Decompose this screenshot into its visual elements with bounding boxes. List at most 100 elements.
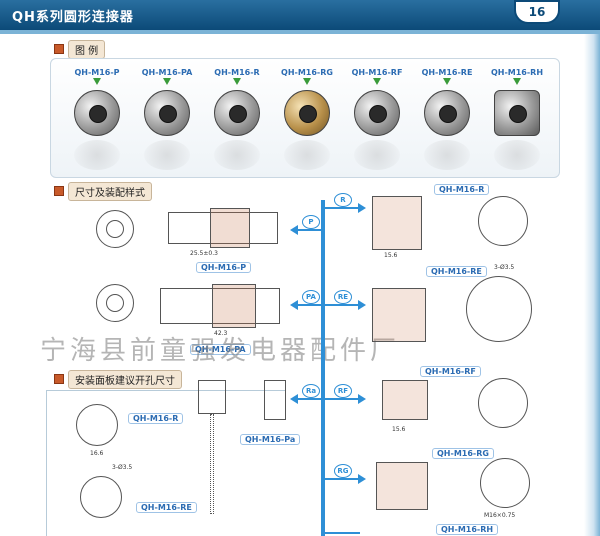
connector-image: [284, 90, 330, 136]
bubble-rf: RF: [334, 384, 352, 398]
dim-rf-width: 15.6: [392, 426, 406, 433]
branch-rf: [324, 398, 360, 400]
drawing-rf-front: [478, 378, 528, 428]
section-panel-holes: 安装面板建议开孔尺寸: [54, 369, 182, 389]
down-arrow-icon: [163, 78, 171, 85]
connector-image: [424, 90, 470, 136]
dim-re-holes: 3-Ø3.5: [494, 264, 515, 271]
drawing-p-side-view: [168, 212, 278, 244]
page-number-badge: 16: [514, 0, 560, 24]
connector-label: QH-M16-RE: [421, 68, 473, 77]
connector-face: [439, 105, 457, 123]
section-dimensions-label: 尺寸及装配样式: [68, 181, 152, 201]
bubble-ra: Ra: [302, 384, 320, 398]
down-arrow-icon: [93, 78, 101, 85]
bubble-pa: PA: [302, 290, 320, 304]
dim-pa-length: 42.3: [214, 330, 228, 337]
page-header: QH系列圆形连接器 16: [0, 0, 600, 34]
connector-face: [509, 105, 527, 123]
page-title: QH系列圆形连接器: [12, 10, 134, 25]
drawing-pa-nut: [212, 284, 256, 328]
connector-label: QH-M16-RG: [281, 68, 333, 77]
drawing-r-front: [478, 196, 528, 246]
bubble-r: R: [334, 193, 352, 207]
drawing-pa-side-view: [160, 288, 280, 324]
bubble-rg: RG: [334, 464, 352, 478]
connector-qh-m16-rh: QH-M16-RH: [484, 68, 550, 176]
header-bar: [0, 0, 600, 30]
drawing-re-front: [466, 276, 532, 342]
dim-hole-re: 3-Ø3.5: [112, 464, 133, 471]
section-bullet-icon: [54, 44, 64, 54]
section-panel-holes-label: 安装面板建议开孔尺寸: [68, 369, 182, 389]
down-arrow-icon: [233, 78, 241, 85]
connector-face: [159, 105, 177, 123]
down-arrow-icon: [373, 78, 381, 85]
arrow-right-icon: [358, 300, 366, 310]
dim-p-length: 25.5±0.3: [190, 250, 218, 257]
arrow-left-icon: [290, 394, 298, 404]
connector-face: [369, 105, 387, 123]
section-bullet-icon: [54, 374, 64, 384]
label-hole-r: QH-M16-R: [128, 413, 184, 424]
arrow-left-icon: [290, 225, 298, 235]
dim-rh-thread: M16×0.75: [484, 512, 516, 519]
header-stripe: [0, 30, 600, 34]
connector-image: [354, 90, 400, 136]
panel-holes-frame: [46, 390, 286, 536]
branch-re: [324, 304, 360, 306]
connector-reflection: [144, 140, 190, 170]
branch-pa: [296, 304, 322, 306]
connector-label: QH-M16-P: [74, 68, 120, 77]
label-drawing-pa-chain: QH-M16-Pa: [240, 434, 301, 445]
drawing-p-end-view: [96, 210, 134, 248]
down-arrow-icon: [513, 78, 521, 85]
dim-r-width: 15.6: [384, 252, 398, 259]
branch-p: [296, 229, 322, 231]
branch-rh: [324, 532, 360, 534]
drawing-p-nut: [210, 208, 250, 248]
drawing-r-side: [372, 196, 422, 250]
drawing-pa-end-view: [96, 284, 134, 322]
drawing-rg-side: [376, 462, 428, 510]
label-drawing-r: QH-M16-R: [434, 184, 490, 195]
connector-label: QH-M16-R: [214, 68, 260, 77]
drawing-p-end-inner: [106, 220, 124, 238]
connector-image: [144, 90, 190, 136]
connector-face: [89, 105, 107, 123]
label-drawing-rg: QH-M16-RG: [432, 448, 494, 459]
tree-trunk: [321, 200, 325, 536]
drawing-pa-cap-side: [264, 380, 286, 420]
label-drawing-p: QH-M16-P: [196, 262, 252, 273]
down-arrow-icon: [303, 78, 311, 85]
label-drawing-re: QH-M16-RE: [426, 266, 487, 277]
connector-reflection: [214, 140, 260, 170]
connector-face: [229, 105, 247, 123]
dim-hole-r: 16.6: [90, 450, 104, 457]
section-legend: 图 例: [54, 39, 106, 59]
connector-reflection: [74, 140, 120, 170]
label-drawing-pa: QH-M16-PA: [190, 344, 251, 355]
section-dimensions: 尺寸及装配样式: [54, 181, 152, 201]
section-bullet-icon: [54, 186, 64, 196]
connector-face: [299, 105, 317, 123]
section-legend-label: 图 例: [68, 39, 106, 59]
connector-image: [74, 90, 120, 136]
connector-reflection: [284, 140, 330, 170]
arrow-right-icon: [358, 474, 366, 484]
branch-r: [324, 207, 360, 209]
bubble-p: P: [302, 215, 320, 229]
drawing-hole-re: [80, 476, 122, 518]
drawing-re-side: [372, 288, 426, 342]
connector-qh-m16-rf: QH-M16-RF: [344, 68, 410, 176]
connector-reflection: [494, 140, 540, 170]
connector-label: QH-M16-RF: [351, 68, 403, 77]
arrow-right-icon: [358, 203, 366, 213]
connector-label: QH-M16-PA: [141, 68, 193, 77]
connector-reflection: [424, 140, 470, 170]
label-drawing-rh: QH-M16-RH: [436, 524, 499, 535]
bubble-re: RE: [334, 290, 352, 304]
branch-ra: [296, 398, 322, 400]
drawing-pa-end-inner: [106, 294, 124, 312]
drawing-rf-side: [382, 380, 428, 420]
